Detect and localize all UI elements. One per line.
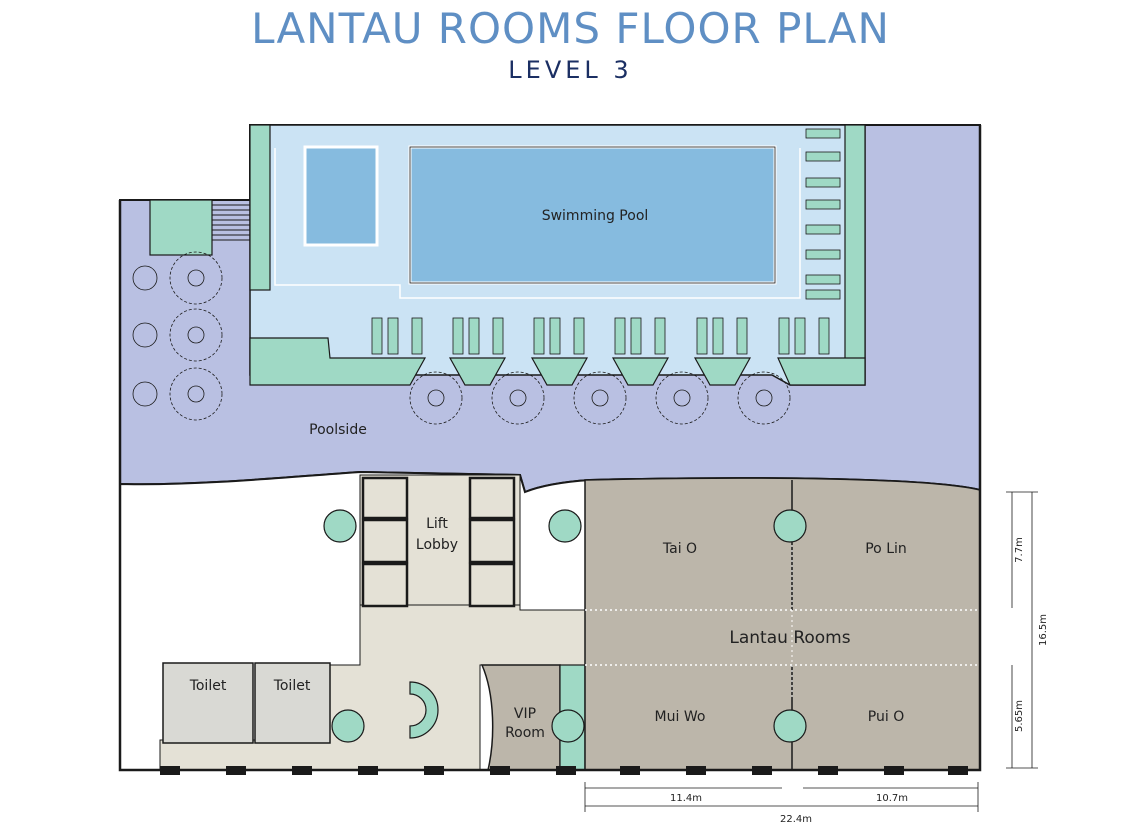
wall-piers: [160, 766, 968, 775]
outer-wall: [118, 125, 982, 772]
lantau-rooms-label: Lantau Rooms: [729, 628, 850, 648]
toilet-1-label: Toilet: [189, 678, 227, 694]
planter-corner: [149, 199, 213, 256]
planter-left: [249, 124, 271, 291]
lift-shafts: [361, 476, 516, 608]
spiral-feature: [409, 681, 439, 739]
columns: [323, 509, 807, 743]
toilet-2: [254, 662, 331, 744]
toilet-2-label: Toilet: [273, 678, 311, 694]
dimension-lines: [584, 491, 1038, 812]
pool-main: [408, 145, 777, 285]
dim-depth-lower: 5.65m: [1014, 700, 1025, 732]
poolside-label: Poolside: [309, 422, 367, 438]
dim-depth-total: 16.5m: [1038, 614, 1049, 646]
pool-small: [303, 145, 379, 247]
page-title: LANTAU ROOMS FLOOR PLAN: [251, 4, 890, 53]
swimming-pool-label: Swimming Pool: [542, 208, 649, 224]
planters-poolside: [448, 357, 866, 386]
planter-bottom-left: [249, 337, 427, 386]
lift-lobby-label-2: Lobby: [416, 537, 458, 553]
planter-right: [844, 124, 866, 384]
mui-wo-label: Mui Wo: [655, 709, 706, 725]
page-subtitle: LEVEL 3: [508, 56, 633, 84]
lift-lobby-label-1: Lift: [426, 516, 448, 532]
dim-depth-upper: 7.7m: [1014, 537, 1025, 563]
stairs: [212, 204, 250, 241]
po-lin-label: Po Lin: [865, 541, 907, 557]
vip-label-1: VIP: [514, 706, 536, 722]
outdoor-tables: [132, 251, 791, 425]
dim-width-left: 11.4m: [670, 793, 702, 804]
dim-width-total: 22.4m: [780, 814, 812, 825]
pui-o-label: Pui O: [868, 709, 904, 725]
lantau-rooms-area: [584, 477, 981, 771]
tai-o-label: Tai O: [662, 541, 697, 557]
vip-label-2: Room: [505, 725, 545, 741]
pool-outline: [274, 148, 801, 299]
toilet-1: [162, 662, 254, 744]
dim-width-right: 10.7m: [876, 793, 908, 804]
sun-loungers: [371, 128, 841, 355]
